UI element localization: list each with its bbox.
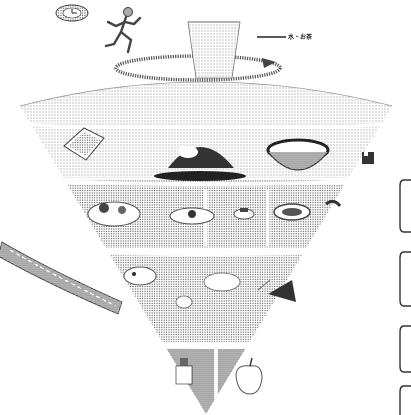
- fish-icon: [124, 267, 156, 285]
- serving-bracket-2: [400, 252, 411, 306]
- clock-icon: [56, 5, 88, 21]
- seasoning-icon: [362, 152, 374, 164]
- ribbon-tape: [0, 242, 122, 314]
- spinning-top-body: [0, 58, 411, 415]
- serving-bracket-4: [400, 386, 411, 415]
- water-tea-label: 水・お茶: [257, 33, 313, 41]
- tier-milk-fruit: [0, 346, 411, 415]
- serving-bracket-1: [400, 180, 411, 232]
- salad-icon: [88, 202, 140, 226]
- serving-bracket-3: [400, 326, 411, 372]
- vegetable-dish-icon: [170, 208, 214, 224]
- water-glass-icon: [188, 22, 240, 78]
- tier-main-dishes: [0, 252, 411, 342]
- water-tea-text: 水・お茶: [288, 33, 313, 41]
- apple-icon: [236, 358, 262, 394]
- running-person-icon: [106, 8, 140, 53]
